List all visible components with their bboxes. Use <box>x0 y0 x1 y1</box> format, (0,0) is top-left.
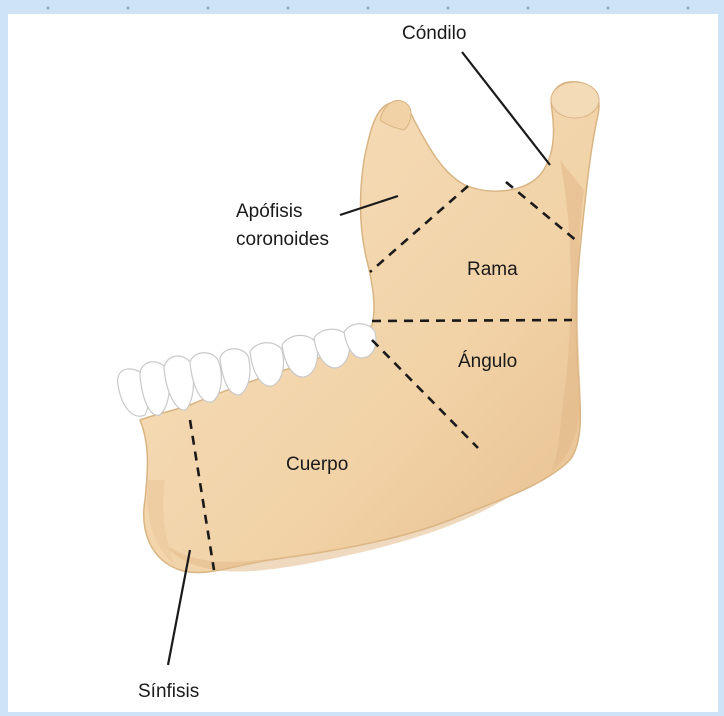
label-cuerpo: Cuerpo <box>286 453 348 477</box>
condyle-head <box>551 82 599 118</box>
label-rama: Rama <box>467 258 518 282</box>
label-condilo: Cóndilo <box>402 22 466 46</box>
condilo-leader <box>462 52 550 165</box>
label-sinfisis: Sínfisis <box>138 680 199 704</box>
label-angulo: Ángulo <box>458 350 517 374</box>
label-apofisis-line1: Apófisis <box>236 200 303 224</box>
label-apofisis-line2: coronoides <box>236 228 329 252</box>
